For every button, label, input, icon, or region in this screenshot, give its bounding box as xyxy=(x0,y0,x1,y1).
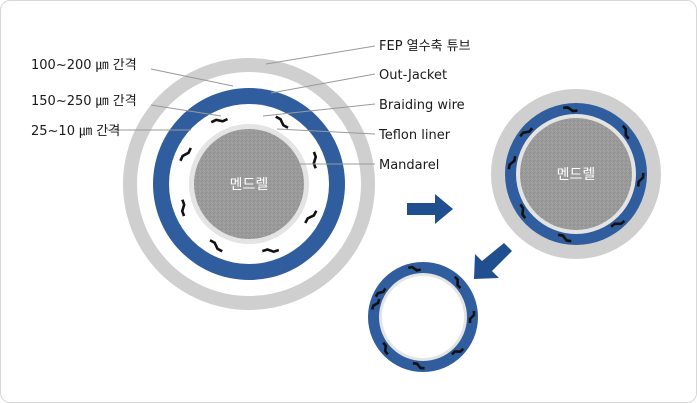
braiding-wire-mark xyxy=(275,115,289,129)
compressed-mandrel-label: 멘드렐 xyxy=(557,167,596,183)
arrow-right-icon xyxy=(407,194,453,224)
leader-fep xyxy=(265,45,376,65)
braiding-wire-mark xyxy=(374,287,387,298)
braiding-wire-mark xyxy=(370,298,381,310)
braiding-wire-mark xyxy=(507,155,517,170)
label-teflon-liner: Teflon liner xyxy=(378,128,451,143)
mandrel-center-label: 멘드렐 xyxy=(230,177,269,193)
leader-liner xyxy=(276,128,376,135)
braiding-wire-mark xyxy=(412,361,425,370)
braiding-wire-mark xyxy=(451,347,465,356)
label-gap-middle: 150~250 ㎛ 간격 xyxy=(31,94,137,109)
braiding-wire-mark xyxy=(261,248,280,254)
braiding-wire-mark xyxy=(180,199,186,217)
arrow-down-left-icon xyxy=(474,243,512,279)
final-tube-cross-section xyxy=(368,262,478,372)
braiding-wire-mark xyxy=(453,275,462,289)
final-braiding-wires xyxy=(370,265,476,370)
label-braiding-wire: Braiding wire xyxy=(379,98,465,113)
mandrel xyxy=(194,129,304,239)
main-cross-section: 멘드렐 xyxy=(123,58,375,310)
braiding-wire-mark xyxy=(610,219,626,228)
leader-jacket xyxy=(270,73,376,94)
leader-gap-outer xyxy=(150,68,234,87)
leader-braid xyxy=(262,103,376,117)
braiding-wires xyxy=(179,115,318,254)
label-gap-outer: 100~200 ㎛ 간격 xyxy=(31,58,137,73)
braiding-wire-mark xyxy=(519,203,527,219)
braiding-wire-mark xyxy=(519,127,534,138)
braiding-wire-mark xyxy=(468,311,476,323)
leader-gap-middle xyxy=(150,104,222,117)
braiding-wire-mark xyxy=(304,210,318,224)
compressed-braiding-wires xyxy=(507,106,645,243)
label-gap-inner: 25~10 ㎛ 간격 xyxy=(31,124,120,139)
braiding-wire-mark xyxy=(312,151,318,169)
braiding-wire-mark xyxy=(382,341,389,356)
braiding-wire-mark xyxy=(210,117,229,124)
label-fep-tube: FEP 열수축 튜브 xyxy=(379,39,471,54)
label-out-jacket: Out-Jacket xyxy=(379,68,447,83)
compressed-cross-section: 멘드렐 xyxy=(491,89,661,259)
label-mandarel: Mandarel xyxy=(379,158,439,173)
final-lumen xyxy=(382,276,464,358)
braiding-wire-mark xyxy=(209,239,223,253)
braiding-wire-mark xyxy=(557,233,572,243)
braiding-wire-mark xyxy=(636,172,645,187)
braiding-wire-mark xyxy=(179,147,192,162)
leader-lines xyxy=(107,45,376,165)
compressed-mandrel xyxy=(520,118,632,230)
braiding-wire-mark xyxy=(408,265,421,272)
braiding-wire-mark xyxy=(563,106,578,113)
braiding-wire-mark xyxy=(621,124,630,140)
